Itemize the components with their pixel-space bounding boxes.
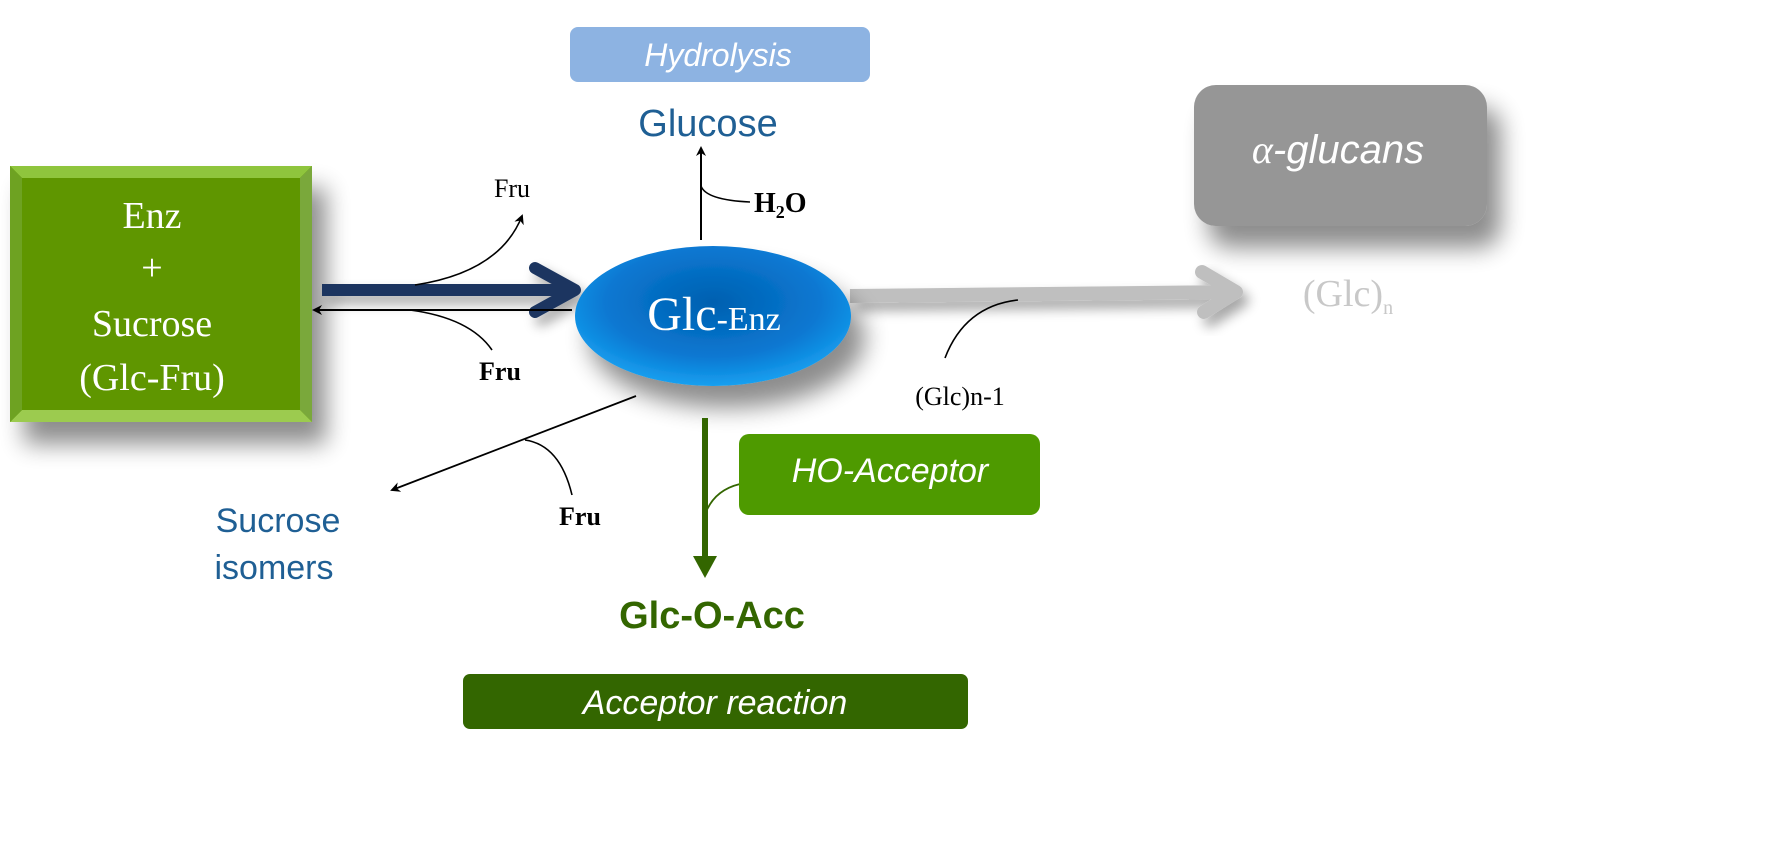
ho-acceptor-badge — [739, 434, 1040, 515]
glucan-input-curve — [944, 299, 1019, 359]
substrate-box — [10, 166, 312, 422]
glucosylated-acceptor-label: Glc-O-Acc — [619, 595, 805, 637]
acceptor-reaction-badge-label: Acceptor reaction — [581, 684, 848, 722]
ho-acceptor-label: HO-Acceptor — [792, 452, 990, 490]
sucrose-isomers-line1: Sucrose — [216, 502, 341, 540]
water-label: H2O — [754, 188, 807, 222]
isomerization-fructose-label: Fru — [559, 502, 601, 531]
fructose-release-top-arrow — [414, 214, 524, 286]
water-input-curve — [700, 185, 751, 203]
fructose-top-label: Fru — [494, 174, 530, 203]
forward-reaction-arrow — [322, 262, 581, 318]
polymerization-arrow — [849, 265, 1243, 319]
substrate-formula-label: (Glc-Fru) — [79, 357, 225, 399]
acceptor-reaction-badge — [463, 674, 968, 729]
substrate-plus-label: + — [141, 247, 162, 289]
isomerization-arrow — [390, 395, 637, 492]
isomerization-fructose-curve — [524, 439, 573, 496]
glucose-product-label: Glucose — [638, 103, 777, 145]
acceptor-input-curve — [705, 483, 741, 513]
glucan-n-minus-1-label: (Glc)n-1 — [915, 382, 1005, 411]
substrate-sucrose-label: Sucrose — [92, 303, 212, 345]
glucosyl-enzyme-label: Glc-Enz — [647, 288, 781, 341]
hydrolysis-badge — [570, 27, 870, 82]
substrate-enzyme-label: Enz — [122, 195, 181, 237]
hydrolysis-badge-label: Hydrolysis — [644, 37, 792, 73]
alpha-glucans-badge-label: α-glucans — [1252, 127, 1424, 172]
sucrose-isomers-line2: isomers — [214, 549, 333, 587]
glucan-product-label: (Glc)n — [1303, 273, 1393, 319]
glucosyl-enzyme-intermediate — [575, 246, 851, 386]
fructose-bottom-label: Fru — [479, 357, 521, 386]
alpha-glucans-badge — [1194, 85, 1487, 226]
fructose-input-bottom-curve — [409, 309, 493, 351]
acceptor-arrow-head — [693, 556, 717, 578]
